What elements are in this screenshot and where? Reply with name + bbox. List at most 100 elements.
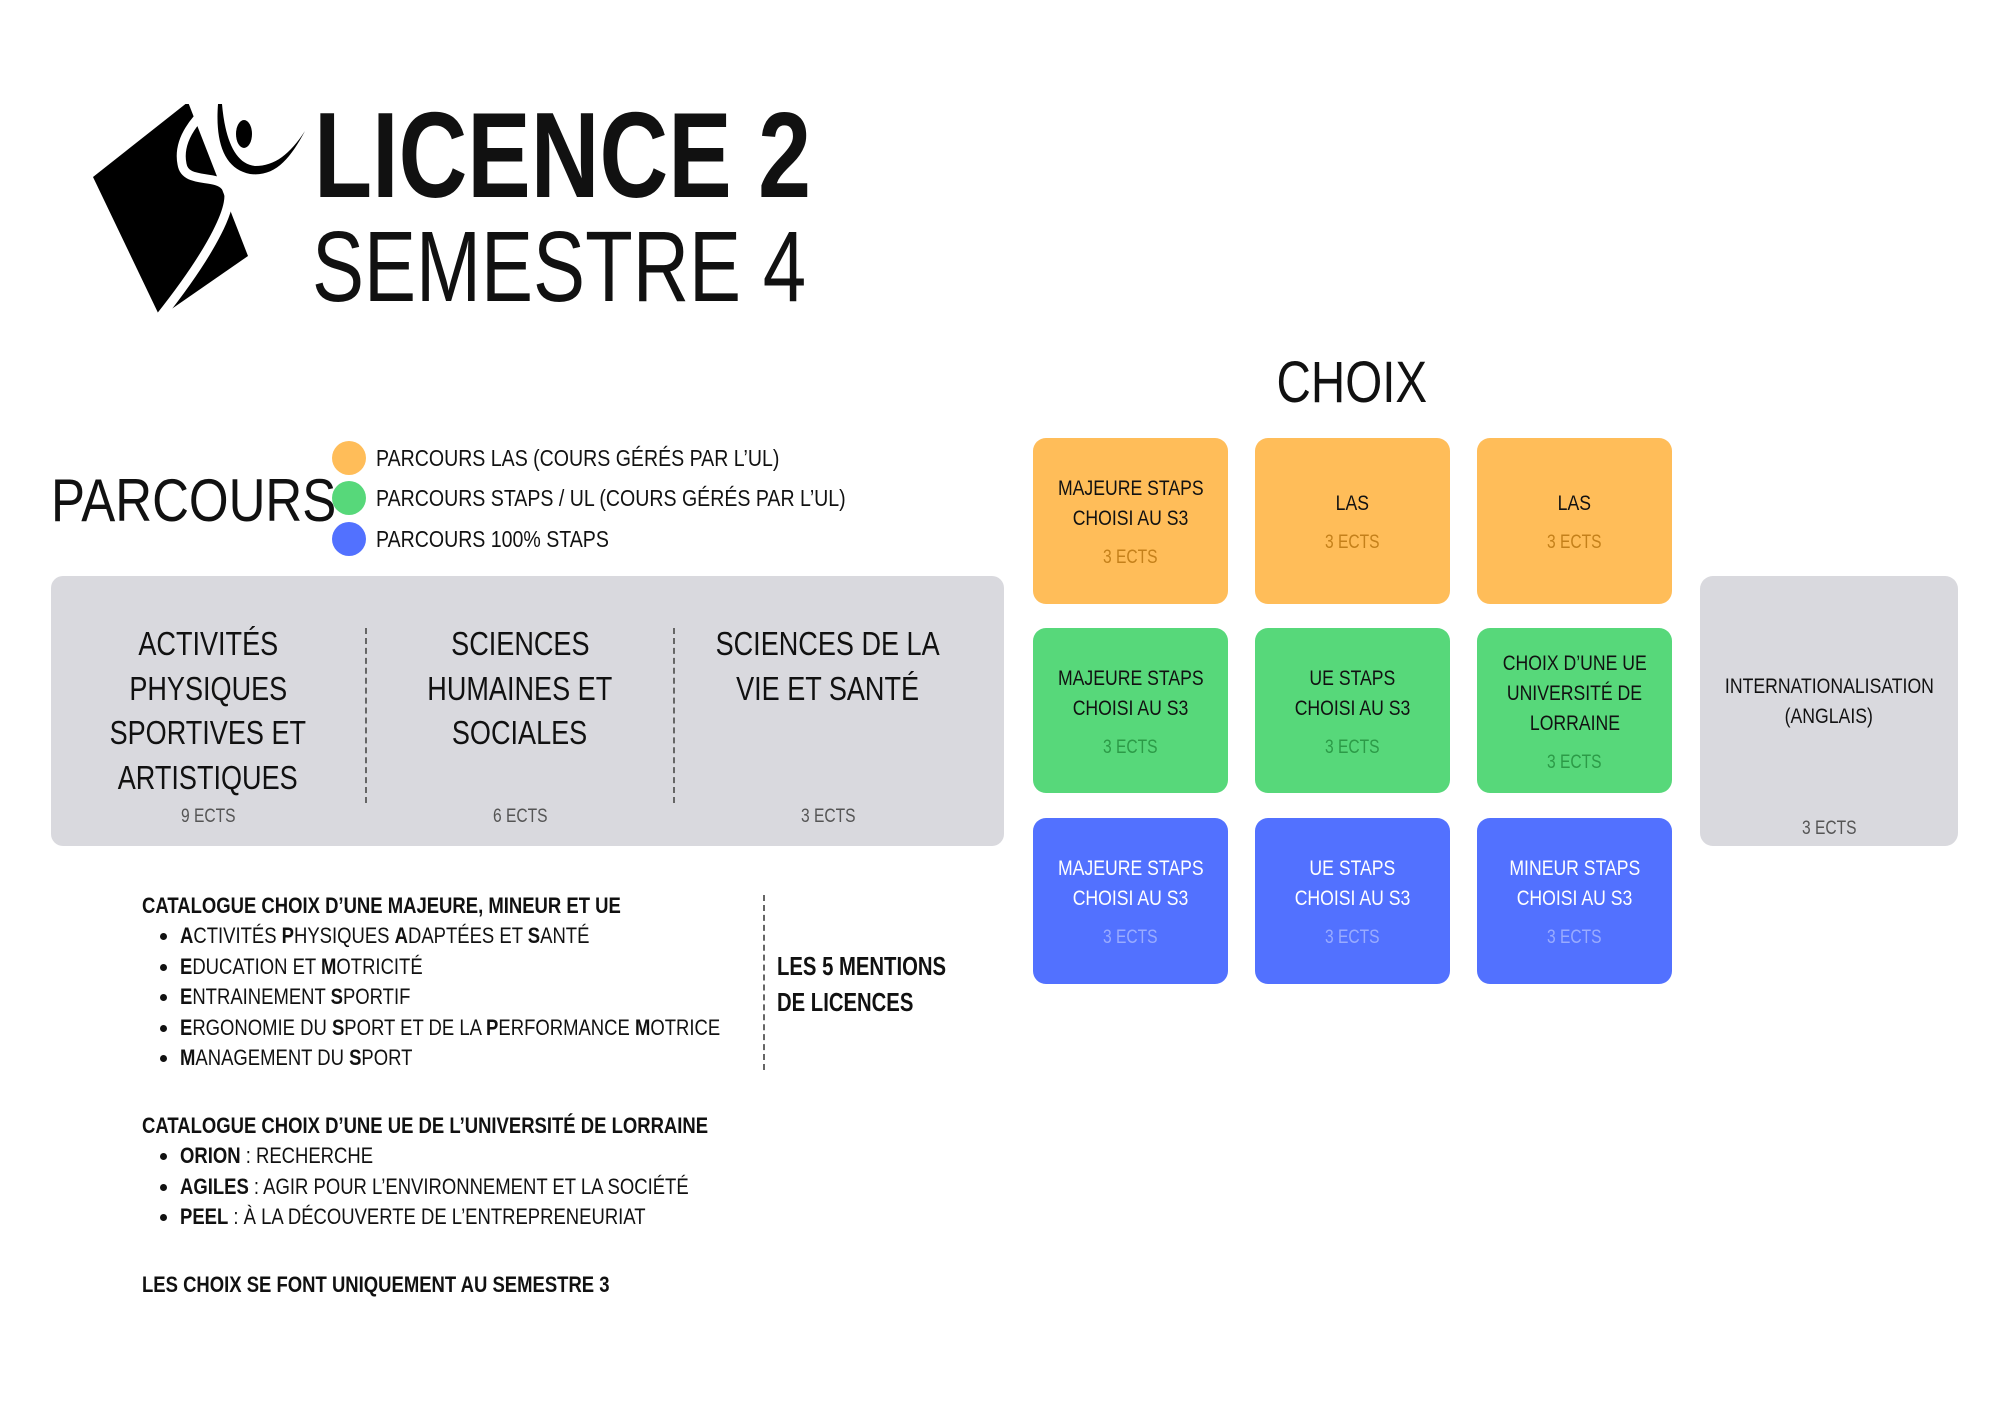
card-line: CHOISI AU S3 — [1294, 695, 1411, 720]
choix-heading-text: CHOIX — [1276, 350, 1428, 415]
bold-text: M — [634, 1014, 651, 1040]
card-line: CHOISI AU S3 — [1072, 886, 1189, 910]
catalogue-majeure: CATALOGUE CHOIX D’UNE MAJEURE, MINEUR ET… — [142, 891, 823, 1074]
course-line: ACTIVITÉS — [138, 625, 278, 662]
course-line: SPORTIVES ET — [109, 714, 307, 751]
ects-label: 3 ECTS — [1547, 532, 1602, 553]
text: ANTÉ — [540, 923, 590, 948]
course-line: SOCIALES — [452, 714, 588, 751]
card-line: CHOISI AU S3 — [1072, 695, 1189, 720]
course-line: HUMAINES ET — [427, 669, 613, 707]
card-line: UE STAPS — [1309, 856, 1396, 880]
text: DAPTÉES ET — [407, 923, 528, 948]
choice-card: MAJEURE STAPS CHOISI AU S3 3 ECTS — [1033, 818, 1228, 984]
bold-text: M — [321, 953, 337, 979]
text: PORTIF — [342, 984, 411, 1009]
text: ERFORMANCE — [498, 1014, 635, 1040]
blue-dot-icon — [332, 522, 366, 556]
card-title: MAJEURE STAPS CHOISI AU S3 — [1042, 853, 1220, 913]
catalogue-item: AGILES : AGIR POUR L’ENVIRONNEMENT ET LA… — [180, 1172, 816, 1203]
text: : AGIR POUR L’ENVIRONNEMENT ET LA SOCIÉT… — [248, 1173, 689, 1199]
catalogue-item: ERGONOMIE DU SPORT ET DE LA PERFORMANCE … — [180, 1013, 823, 1044]
staps-logo-icon — [93, 104, 305, 319]
card-line: LORRAINE — [1529, 710, 1620, 735]
text: PORT ET DE LA — [344, 1014, 487, 1040]
course-line: ARTISTIQUES — [118, 758, 298, 796]
course-line: VIE ET SANTÉ — [736, 669, 920, 707]
text: HYSIQUES — [293, 923, 395, 948]
ects-label: 9 ECTS — [180, 806, 236, 827]
choice-card: LAS 3 ECTS — [1477, 438, 1672, 604]
catalogue-item: ACTIVITÉS PHYSIQUES ADAPTÉES ET SANTÉ — [180, 921, 823, 952]
text: NTRAINEMENT — [192, 984, 331, 1009]
card-title: CHOIX D’UNE UE UNIVERSITÉ DE LORRAINE — [1487, 648, 1663, 738]
bold-text: S — [349, 1045, 362, 1070]
catalogue-list: ACTIVITÉS PHYSIQUES ADAPTÉES ET SANTÉEDU… — [142, 921, 823, 1074]
catalogue-ul: CATALOGUE CHOIX D’UNE UE DE L’UNIVERSITÉ… — [142, 1111, 816, 1233]
card-line: CHOISI AU S3 — [1516, 886, 1633, 910]
choix-heading: CHOIX — [1252, 350, 1452, 415]
card-title: LAS — [1554, 488, 1595, 518]
parcours-heading: PARCOURS — [51, 471, 387, 531]
legend-item-staps-ul: PARCOURS STAPS / UL (COURS GÉRÉS PAR L’U… — [332, 480, 929, 516]
orange-dot-icon — [332, 441, 366, 475]
ects-label: 3 ECTS — [1325, 927, 1380, 948]
divider — [763, 895, 765, 1070]
bold-text: S — [331, 1014, 345, 1040]
course-line: SCIENCES DE LA — [715, 625, 941, 662]
card-title: UE STAPS CHOISI AU S3 — [1282, 853, 1423, 913]
text: DUCATION ET — [192, 953, 322, 979]
ects-label: 3 ECTS — [1103, 927, 1158, 948]
course-shs: SCIENCES HUMAINES ET SOCIALES 6 ECTS — [367, 576, 673, 846]
choice-card: UE STAPS CHOISI AU S3 3 ECTS — [1255, 818, 1450, 984]
bold-text: ORION — [180, 1143, 241, 1168]
text: RGONOMIE DU — [192, 1014, 332, 1040]
bold-text: P — [281, 923, 294, 948]
card-line: LAS — [1335, 491, 1370, 515]
card-line: CHOIX D’UNE UE — [1502, 650, 1647, 675]
bold-text: S — [527, 923, 541, 948]
card-line: UNIVERSITÉ DE — [1506, 680, 1643, 705]
card-line: MINEUR STAPS — [1509, 856, 1640, 880]
card-line: LAS — [1557, 491, 1592, 515]
catalogue-item: MANAGEMENT DU SPORT — [180, 1043, 823, 1074]
mentions-line: LES 5 MENTIONS — [777, 951, 947, 981]
card-line: CHOISI AU S3 — [1294, 886, 1411, 910]
bold-text: AGILES — [180, 1173, 249, 1199]
bold-text: P — [486, 1014, 499, 1040]
catalogue-item: PEEL : À LA DÉCOUVERTE DE L’ENTREPRENEUR… — [180, 1202, 816, 1233]
text: ANAGEMENT DU — [195, 1045, 350, 1070]
page-title: LICENCE 2 — [314, 87, 951, 223]
legend-label: PARCOURS STAPS / UL (COURS GÉRÉS PAR L’U… — [376, 484, 846, 511]
bold-text: PEEL — [180, 1204, 229, 1229]
footer-note: LES CHOIX SE FONT UNIQUEMENT AU SEMESTRE… — [142, 1270, 699, 1300]
text: OTRICITÉ — [336, 953, 423, 979]
card-internationalisation: INTERNATIONALISATION(ANGLAIS) 3 ECTS — [1700, 576, 1958, 846]
footer-note-text: LES CHOIX SE FONT UNIQUEMENT AU SEMESTRE… — [142, 1272, 610, 1297]
bold-text: A — [180, 923, 194, 948]
course-line: SCIENCES — [450, 625, 590, 662]
card-title: MINEUR STAPS CHOISI AU S3 — [1495, 853, 1655, 913]
catalogue-item: ENTRAINEMENT SPORTIF — [180, 982, 823, 1013]
legend-label: PARCOURS LAS (COURS GÉRÉS PAR L’UL) — [376, 444, 780, 471]
text: : RECHERCHE — [240, 1143, 374, 1168]
ects-label: 6 ECTS — [492, 806, 548, 827]
legend-item-100-staps: PARCOURS 100% STAPS — [332, 521, 650, 557]
card-line: MAJEURE STAPS — [1057, 476, 1204, 500]
card-line: MAJEURE STAPS — [1057, 856, 1204, 880]
bold-text: E — [180, 1014, 193, 1040]
ects-label: 3 ECTS — [800, 806, 856, 827]
ects-label: 3 ECTS — [1103, 547, 1158, 568]
title-line-1: LICENCE 2 — [314, 87, 812, 223]
bold-text: M — [180, 1045, 196, 1070]
